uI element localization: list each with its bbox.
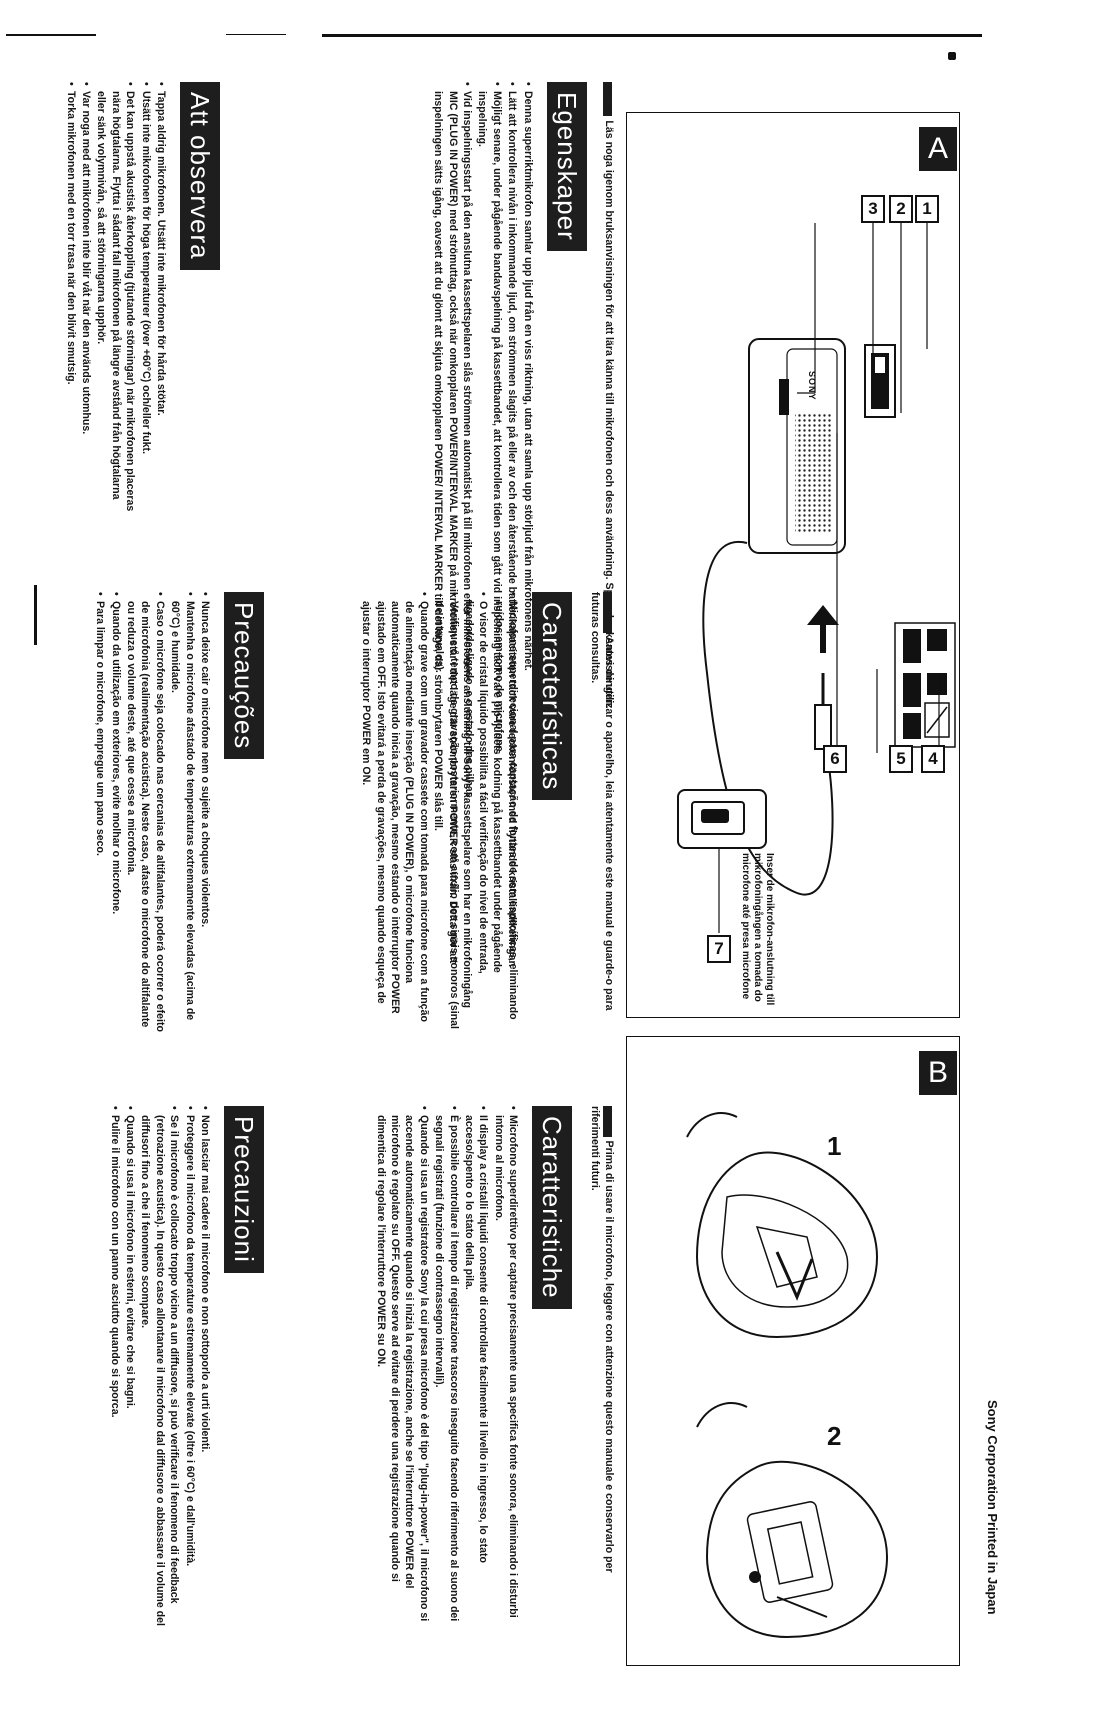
italian-caution-section: Precauzioni Non lasciar mai cadere il mi…: [106, 1106, 274, 1626]
list-item: Torka mikrofonen med en torr trasa när d…: [63, 82, 77, 522]
portuguese-intro-text: Antes de utilizar o aparelho, leia atent…: [588, 592, 615, 1011]
fold-mark: [34, 585, 37, 645]
step-2-number: 2: [827, 1421, 842, 1451]
portuguese-features-list: Microfone superdirecional para captação …: [359, 592, 520, 1032]
list-item: Tappa aldrig mikrofonen. Utsätt inte mik…: [154, 82, 168, 522]
panel-a-label: A: [919, 127, 957, 171]
top-rule-left: [6, 34, 96, 36]
italian-caution-heading: Precauzioni: [224, 1106, 264, 1273]
microphone-illustration: [702, 223, 956, 933]
portuguese-section: PortuguêsAntes de utilizar o aparelho, l…: [358, 592, 616, 1032]
swedish-tag: Svenska: [603, 82, 612, 117]
list-item: O visor de cristal líquido possibilita a…: [462, 592, 491, 1032]
top-rule-mid: [226, 34, 286, 35]
italian-section: ItalianoPrima di usare il microfono, leg…: [372, 1106, 616, 1626]
list-item: Quando grave com um gravador cassete com…: [359, 592, 431, 1032]
battery-install-illustration: [686, 1112, 889, 1639]
swedish-caution-heading: Att observera: [180, 82, 220, 270]
list-item: Pulire il microfono con un panno asciutt…: [107, 1106, 121, 1626]
brand-logo: SONY: [807, 371, 817, 401]
list-item: Il display a cristalli liquidi consente …: [462, 1106, 491, 1626]
figure-panel-b: B 1 2: [626, 1036, 960, 1666]
list-item: È possibile controllare il tempo di regi…: [432, 1106, 461, 1626]
figure-panel-a: A 1 2 3 4 5 6 7 SONY Inser de mikrofon-a…: [626, 112, 960, 1018]
swedish-features-heading: Egenskaper: [546, 82, 587, 251]
portuguese-features-heading: Características: [532, 592, 573, 801]
portuguese-tag: Português: [603, 592, 612, 633]
list-item: Mantenha o microfone afastado de tempera…: [168, 592, 197, 1032]
list-item: Verifique o tempo de gravação posteriorm…: [432, 592, 461, 1032]
list-item: Caso o microfone seja colocado nas cerca…: [124, 592, 167, 1032]
callout-7: 7: [707, 935, 731, 963]
list-item: Nunca deixe cair o microfone nem o sujei…: [198, 592, 212, 1032]
list-item: Microfone superdirecional para captação …: [491, 592, 520, 1032]
portuguese-caution-section: Precauções Nunca deixe cair o microfone …: [92, 592, 274, 1032]
list-item: Det kan uppstå akustisk återkoppling (tj…: [94, 82, 137, 522]
list-item: Se il microfono è collocato troppo vicin…: [138, 1106, 181, 1626]
list-item: Quando si usa il microfono in esterni, e…: [123, 1106, 137, 1626]
list-item: Utsätt inte mikrofonen för höga temperat…: [138, 82, 152, 522]
plug-caption: Inser de mikrofon-anslutning till mikrof…: [740, 853, 775, 1006]
portuguese-caution-list: Nunca deixe cair o microfone nem o sujei…: [93, 592, 212, 1032]
swedish-caution-section: Att observera Tappa aldrig mikrofonen. U…: [62, 82, 230, 522]
step-1-number: 1: [827, 1131, 842, 1161]
italian-caution-list: Non lasciar mai cadere il microfono e no…: [107, 1106, 212, 1626]
callout-2: 2: [889, 195, 913, 223]
portuguese-caution-heading: Precauções: [224, 592, 264, 760]
callout-3: 3: [861, 195, 885, 223]
callout-5: 5: [889, 745, 913, 773]
list-item: Para limpar o microfone, empregue um pan…: [93, 592, 107, 1032]
list-item: Proteggere il microfono da temperature e…: [182, 1106, 196, 1626]
callout-4: 4: [921, 745, 945, 773]
list-item: Var noga med att mikrofonen inte blir vå…: [79, 82, 93, 522]
callout-6: 6: [823, 745, 847, 773]
top-rule: [322, 34, 982, 37]
italian-intro: ItalianoPrima di usare il microfono, leg…: [587, 1106, 616, 1626]
italian-tag: Italiano: [603, 1106, 612, 1137]
cassette-recorder: [677, 789, 767, 849]
panel-b-label: B: [919, 1051, 957, 1095]
portuguese-intro: PortuguêsAntes de utilizar o aparelho, l…: [587, 592, 616, 1032]
list-item: Microfono superdirettivo per captare pre…: [491, 1106, 520, 1626]
footer-text: Sony Corporation Printed in Japan: [985, 1400, 1000, 1615]
callout-1: 1: [915, 195, 939, 223]
italian-features-list: Microfono superdirettivo per captare pre…: [373, 1106, 520, 1626]
list-item: Quando da utilização em exteriores, evit…: [108, 592, 122, 1032]
italian-intro-text: Prima di usare il microfono, leggere con…: [588, 1106, 615, 1573]
swedish-caution-list: Tappa aldrig mikrofonen. Utsätt inte mik…: [63, 82, 168, 522]
corner-mark: [948, 52, 956, 60]
list-item: Non lasciar mai cadere il microfono e no…: [198, 1106, 212, 1626]
list-item: Quando si usa un registratore Sony la cu…: [373, 1106, 431, 1626]
italian-features-heading: Caratteristiche: [532, 1106, 573, 1309]
